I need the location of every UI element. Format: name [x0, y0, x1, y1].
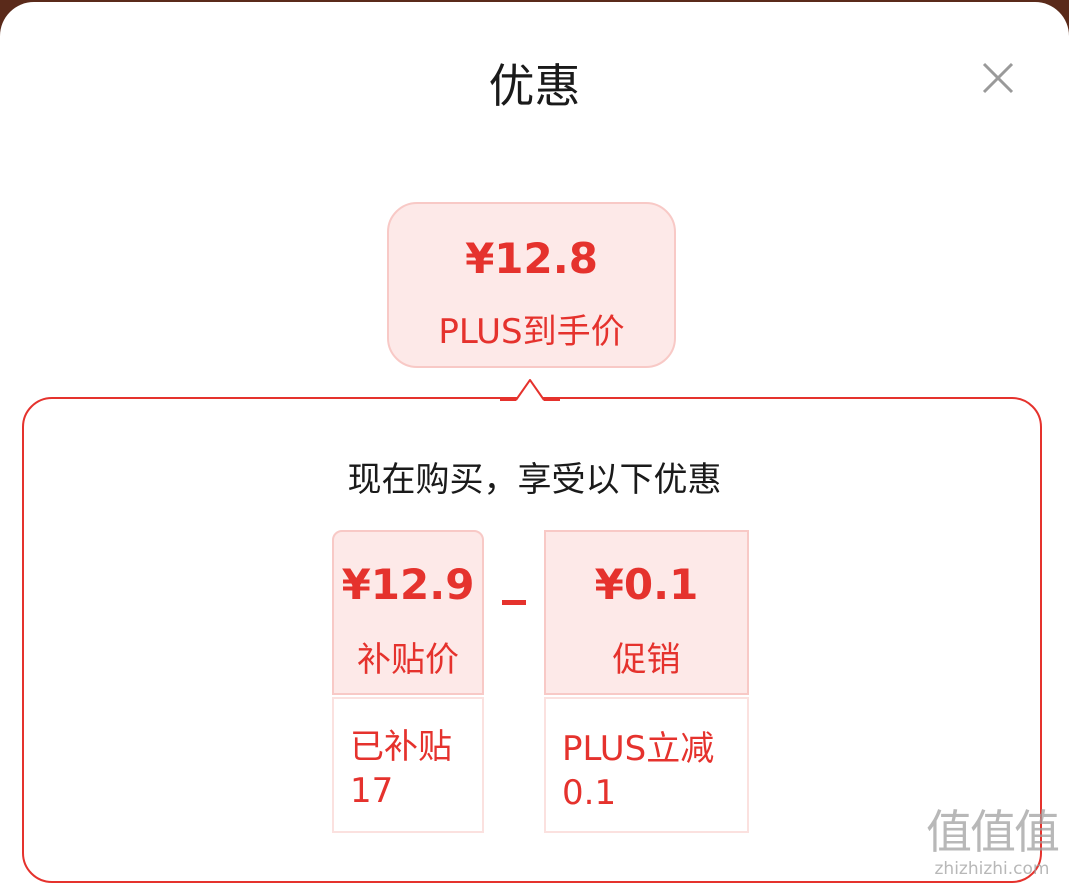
promotion-label: 促销: [612, 640, 681, 680]
subsidy-detail: 已补贴 17: [332, 697, 484, 833]
final-price-label: PLUS到手价: [438, 312, 625, 352]
watermark-logo: 值值值 zhizhizhi.com: [918, 806, 1066, 888]
final-price-amount: ¥12.8: [465, 234, 598, 283]
watermark-url: zhizhizhi.com: [934, 859, 1050, 879]
final-price-card: ¥12.8 PLUS到手价: [387, 202, 676, 368]
promotion-detail-line2: 0.1: [562, 773, 617, 813]
promotion-price-card: ¥0.1 促销: [544, 530, 749, 695]
subsidy-label: 补贴价: [357, 640, 459, 680]
promotion-amount: ¥0.1: [594, 560, 699, 609]
subsidy-detail-line1: 已补贴: [350, 727, 452, 767]
breakdown-heading: 现在购买，享受以下优惠: [347, 460, 722, 500]
promotion-detail-line1: PLUS立减: [562, 729, 715, 769]
sheet-title: 优惠: [488, 59, 581, 113]
subsidy-amount: ¥12.9: [341, 560, 475, 609]
close-icon[interactable]: [978, 58, 1018, 98]
watermark-glyphs: 值值值: [926, 805, 1060, 859]
close-icon-svg: [982, 62, 1014, 94]
panel-pointer: [500, 379, 560, 402]
subsidy-detail-line2: 17: [350, 771, 394, 811]
subsidy-price-card: ¥12.9 补贴价: [332, 530, 484, 695]
minus-operator: [502, 600, 526, 605]
promotion-detail: PLUS立减 0.1: [544, 697, 749, 833]
